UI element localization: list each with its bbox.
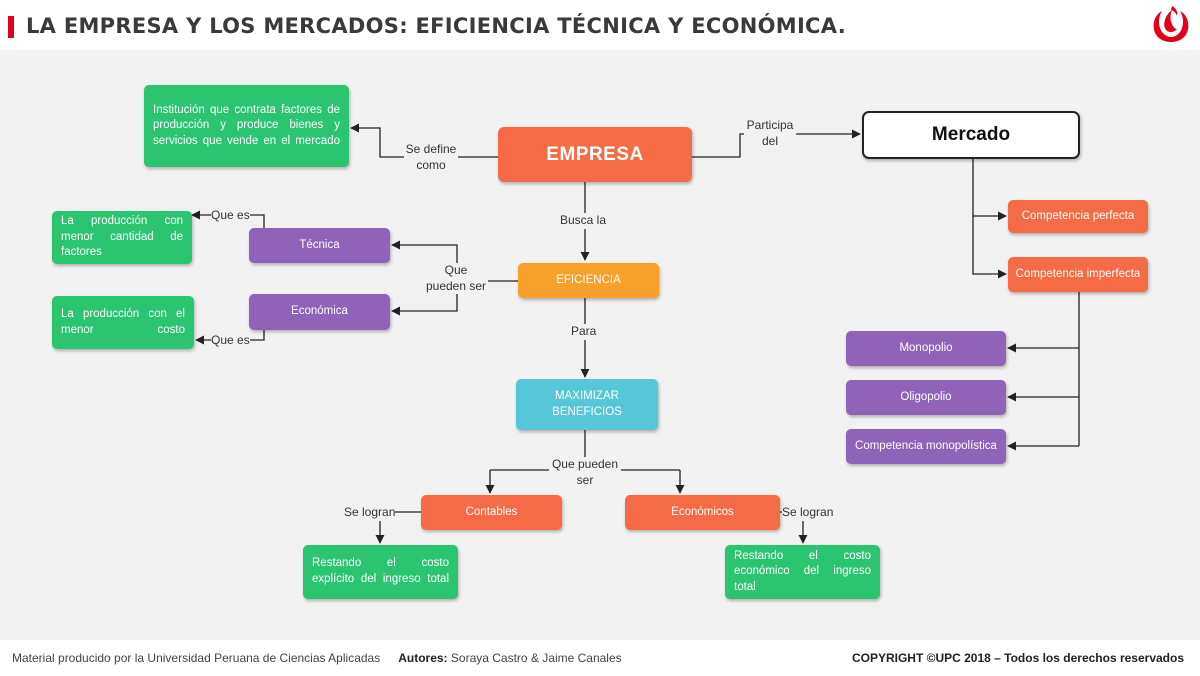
empresa-node: EMPRESA [498,127,692,182]
label-se-logran-economicos: Se logran [782,505,834,521]
title-accent-bar [8,16,14,38]
footer: Material producido por la Universidad Pe… [0,640,1200,676]
label-que-pueden-ser-beneficios: Que pueden ser [549,457,621,489]
label-busca-la: Busca la [560,213,607,229]
competencia-perfecta-node: Competencia perfecta [1008,200,1148,233]
contables-definition-node: Restando el costo explícito del ingreso … [303,545,458,599]
label-para: Para [571,324,597,340]
monopolio-node: Monopolio [846,331,1006,366]
oligopolio-node: Oligopolio [846,380,1006,415]
label-se-logran-contables: Se logran [344,505,396,521]
footer-credits: Material producido por la Universidad Pe… [12,651,622,665]
economica-definition-node: La producción con el menor costo [52,296,194,349]
upc-logo-icon [1153,6,1189,42]
empresa-definition-node: Institución que contrata factores de pro… [144,85,349,167]
footer-authors-label: Autores: [398,651,448,665]
maximizar-beneficios-node: MAXIMIZAR BENEFICIOS [516,379,658,430]
label-que-es-tecnica: Que es [211,208,250,224]
competencia-imperfecta-node: Competencia imperfecta [1008,257,1148,292]
label-que-pueden-ser: Que pueden ser [424,263,488,295]
economicos-node: Económicos [625,495,780,530]
economica-node: Económica [249,294,390,330]
footer-copyright: COPYRIGHT ©UPC 2018 – Todos los derechos… [851,651,1184,665]
eficiencia-node: EFICIENCIA [518,263,659,298]
tecnica-definition-node: La producción con menor cantidad de fact… [52,211,192,264]
footer-authors: Soraya Castro & Jaime Canales [450,651,622,665]
page-title: LA EMPRESA Y LOS MERCADOS: EFICIENCIA TÉ… [26,14,846,38]
mercado-node: Mercado [862,111,1080,159]
footer-source: Material producido por la Universidad Pe… [12,651,381,665]
label-participa-del: Participa del [744,118,796,150]
tecnica-node: Técnica [249,228,390,263]
economicos-definition-node: Restando el costo económico del ingreso … [725,545,880,599]
competencia-monopolistica-node: Competencia monopolística [846,429,1006,464]
header: LA EMPRESA Y LOS MERCADOS: EFICIENCIA TÉ… [0,0,1200,51]
label-que-es-economica: Que es [211,333,250,349]
label-se-define-como: Se define como [404,142,458,174]
contables-node: Contables [421,495,562,530]
